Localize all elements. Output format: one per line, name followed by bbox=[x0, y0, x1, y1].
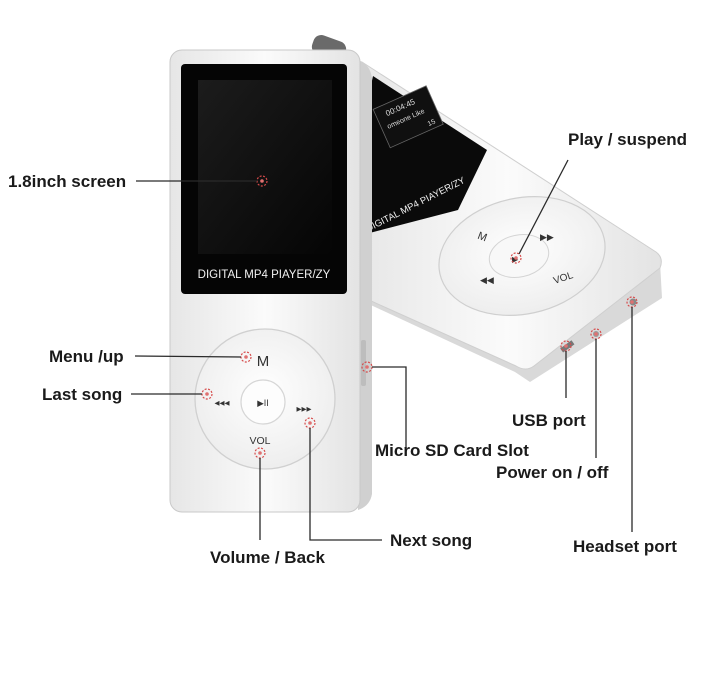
back-menu-letter: M bbox=[476, 230, 489, 244]
label-usb-port: USB port bbox=[512, 411, 586, 430]
front-screen-label: DIGITAL MP4 PIAYER/ZY bbox=[198, 269, 331, 281]
label-headset: Headset port bbox=[573, 537, 677, 556]
front-center-button bbox=[240, 379, 286, 425]
label-last-song: Last song bbox=[42, 385, 122, 404]
front-play-icon: ▶II bbox=[257, 399, 269, 409]
back-prev-icon: ◀◀ bbox=[480, 276, 494, 286]
front-next-icon: ▶▶▶ bbox=[297, 405, 312, 413]
callout-labels: 1.8inch screen Menu /up Last song Volume… bbox=[8, 130, 687, 567]
label-screen: 1.8inch screen bbox=[8, 172, 126, 191]
back-device: 00:04:45 omeone Like 15 DIGITAL MP4 PIAY… bbox=[311, 35, 662, 382]
front-vol-text: VOL bbox=[249, 435, 270, 447]
front-prev-icon: ◀◀◀ bbox=[215, 399, 230, 407]
label-micro-sd: Micro SD Card Slot bbox=[375, 441, 529, 460]
label-next-song: Next song bbox=[390, 531, 472, 550]
label-power: Power on / off bbox=[496, 463, 609, 482]
back-next-icon: ▶▶ bbox=[540, 233, 554, 243]
label-play-suspend: Play / suspend bbox=[568, 130, 687, 149]
front-menu-letter: M bbox=[257, 353, 270, 370]
front-device: DIGITAL MP4 PIAYER/ZY M VOL ▶II ◀◀◀ ▶▶▶ bbox=[169, 49, 372, 513]
back-screen-track: 15 bbox=[427, 118, 437, 128]
label-volume-back: Volume / Back bbox=[210, 548, 325, 567]
label-menu-up: Menu /up bbox=[49, 347, 124, 366]
back-center-button bbox=[488, 234, 550, 278]
leader-lines bbox=[131, 159, 633, 541]
front-screen bbox=[198, 80, 332, 254]
